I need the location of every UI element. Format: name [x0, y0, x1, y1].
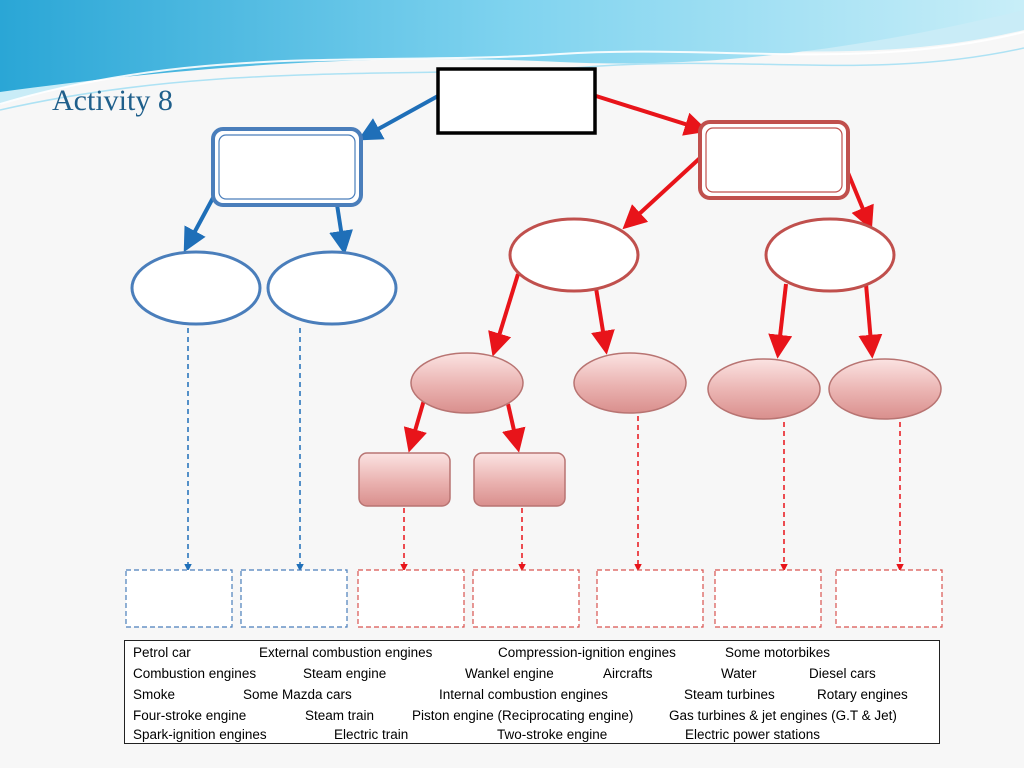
pink-oval-3 — [707, 358, 821, 420]
word-bank-item: Wankel engine — [465, 666, 554, 681]
answer-box-2 — [240, 569, 348, 628]
word-bank-item: Water — [721, 666, 757, 681]
right-category-box — [698, 120, 850, 200]
pink-oval-4 — [828, 358, 942, 420]
word-bank-item: External combustion engines — [259, 645, 433, 660]
answer-box-6 — [714, 569, 822, 628]
word-bank-item: Piston engine (Reciprocating engine) — [412, 708, 634, 723]
word-bank-item: Smoke — [133, 687, 176, 702]
right-oval-a — [508, 217, 640, 293]
word-bank-item: Combustion engines — [133, 666, 257, 681]
word-bank-item: Steam engine — [303, 666, 387, 681]
arrow-oval-b-to-pink-3 — [768, 283, 793, 359]
pink-rect-1 — [358, 452, 451, 507]
word-bank-item: Four-stroke engine — [133, 708, 247, 723]
pink-rect-2 — [473, 452, 566, 507]
arrow-left-to-oval-1 — [183, 195, 216, 253]
word-bank-item: Two-stroke engine — [497, 727, 608, 742]
pink-oval-2 — [573, 352, 687, 414]
word-bank-item: Steam turbines — [684, 687, 775, 702]
word-bank-item: Electric train — [334, 727, 409, 742]
word-bank-item: Gas turbines & jet engines (G.T & Jet) — [669, 708, 897, 723]
arrow-oval-a-to-pink-2 — [591, 287, 615, 355]
arrow-root-to-left — [357, 94, 439, 141]
root-box — [436, 67, 597, 135]
word-bank-item: Electric power stations — [685, 727, 821, 742]
arrow-oval-b-to-pink-4 — [858, 283, 883, 359]
left-category-box — [211, 127, 363, 207]
word-bank-item: Some motorbikes — [725, 645, 831, 660]
answer-box-4 — [472, 569, 580, 628]
answer-box-5 — [596, 569, 704, 628]
answer-box-3 — [357, 569, 465, 628]
left-oval-2 — [266, 250, 398, 326]
word-bank-item: Aircrafts — [603, 666, 653, 681]
word-bank-item: Internal combustion engines — [439, 687, 608, 702]
right-oval-b — [764, 217, 896, 293]
arrow-pink-1-to-rect-2 — [502, 403, 526, 453]
arrow-pink-1-to-rect-1 — [403, 399, 427, 453]
slide-title: Activity 8 — [52, 84, 173, 117]
word-bank-box: Petrol car External combustion engines C… — [124, 640, 940, 744]
word-bank-item: Steam train — [305, 708, 375, 723]
word-bank-item: Compression-ignition engines — [498, 645, 676, 660]
answer-box-7 — [835, 569, 943, 628]
arrow-oval-a-to-pink-1 — [488, 273, 520, 357]
word-bank-item: Spark-ignition engines — [133, 727, 267, 742]
answer-box-1 — [125, 569, 233, 628]
word-bank-item: Petrol car — [133, 645, 191, 660]
left-oval-1 — [130, 250, 262, 326]
word-bank-item: Diesel cars — [809, 666, 876, 681]
pink-oval-1 — [410, 352, 524, 414]
arrow-right-to-oval-a — [622, 156, 702, 230]
header-wave-front — [0, 0, 1024, 92]
word-bank-item: Some Mazda cars — [243, 687, 352, 702]
arrow-root-to-right — [595, 94, 709, 136]
word-bank-item: Rotary engines — [817, 687, 908, 702]
